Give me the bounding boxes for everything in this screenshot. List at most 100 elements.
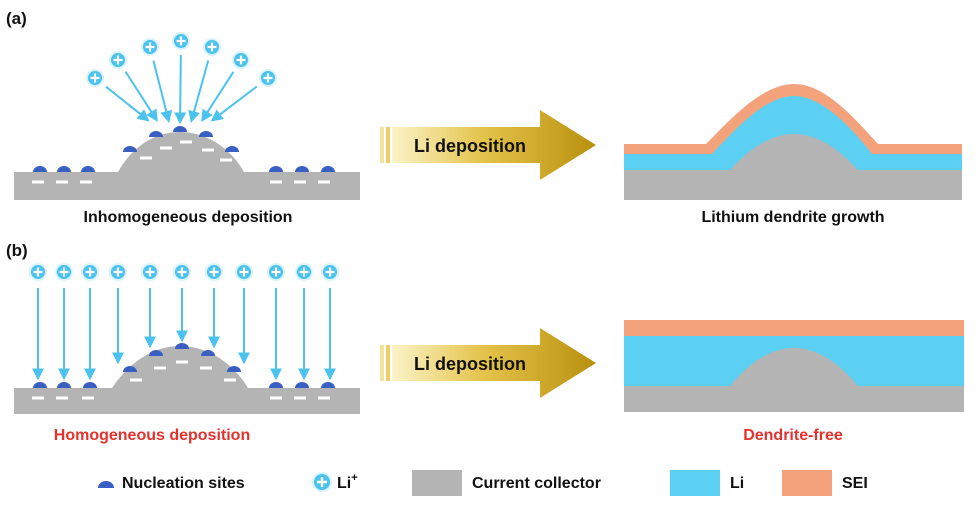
li-ion-icon — [235, 263, 253, 281]
li-ion-icon — [172, 32, 190, 50]
flux-arrows-a — [105, 54, 258, 125]
nucleation-site-icon — [175, 343, 189, 349]
li-ion-icon — [109, 51, 127, 69]
li-ion-icon — [109, 263, 127, 281]
negative-charge — [200, 366, 212, 370]
nucleation-site-icon — [295, 382, 309, 388]
negative-charge — [32, 180, 44, 184]
flux-arrow-icon — [201, 71, 235, 122]
li-ion-icon — [259, 69, 277, 87]
nucleation-sites-a — [33, 126, 335, 172]
nucleation-site-icon — [81, 166, 95, 172]
nucleation-site-icon — [57, 166, 71, 172]
flux-arrows-b — [32, 288, 336, 381]
li-ion-icon — [173, 263, 191, 281]
negative-charge — [224, 378, 236, 382]
nucleation-site-icon — [98, 481, 114, 488]
legend-sei-label: SEI — [842, 475, 868, 492]
legend-li-swatch — [670, 470, 720, 496]
li-ion-icon — [141, 263, 159, 281]
nucleation-site-icon — [321, 166, 335, 172]
dendrite-free-layers — [624, 320, 964, 412]
negative-charge — [32, 396, 44, 400]
nucleation-site-icon — [57, 382, 71, 388]
panel-a-tag: (a) — [6, 9, 27, 28]
nucleation-site-icon — [33, 166, 47, 172]
negative-charge — [220, 158, 232, 162]
negative-charge — [294, 180, 306, 184]
collector-b-right — [624, 348, 964, 412]
li-ion-icon — [295, 263, 313, 281]
nucleation-site-icon — [269, 166, 283, 172]
sei-layer-b — [624, 320, 964, 338]
legend-sei-swatch — [782, 470, 832, 496]
nucleation-sites-b — [33, 343, 335, 388]
li-ion-icon — [86, 69, 104, 87]
nucleation-site-icon — [83, 382, 97, 388]
negative-charge — [130, 378, 142, 382]
li-ion-icon — [29, 263, 47, 281]
panel-b-left-caption: Homogeneous deposition — [54, 427, 250, 444]
li-ion-icon — [55, 263, 73, 281]
panel-b-arrow-label: Li deposition — [414, 354, 526, 374]
negative-charge — [202, 148, 214, 152]
li-ion-icon — [232, 51, 250, 69]
nucleation-site-icon — [123, 146, 137, 152]
panel-a-arrow-label: Li deposition — [414, 136, 526, 156]
panel-b: (b) Homogeneous deposition Li deposition… — [6, 241, 964, 444]
nucleation-site-icon — [225, 146, 239, 152]
negative-charge — [270, 396, 282, 400]
flux-arrow-icon — [105, 85, 150, 122]
legend-collector-label: Current collector — [472, 475, 601, 492]
legend-collector-swatch — [412, 470, 462, 496]
negative-charge — [294, 396, 306, 400]
collector-a-right — [624, 134, 962, 200]
panel-b-tag: (b) — [6, 241, 28, 260]
li-ion-icon — [141, 38, 159, 56]
nucleation-site-icon — [201, 350, 215, 356]
negative-charge — [56, 396, 68, 400]
negative-charge — [80, 180, 92, 184]
panel-a: (a) Inhomogeneous deposition Li depositi… — [6, 9, 962, 226]
legend-li-label: Li — [730, 475, 744, 492]
current-collector-b — [14, 346, 360, 414]
nucleation-site-icon — [173, 126, 187, 132]
negative-charge — [270, 180, 282, 184]
negative-charge — [318, 180, 330, 184]
nucleation-site-icon — [149, 350, 163, 356]
nucleation-site-icon — [321, 382, 335, 388]
gold-arrow-icon-b — [380, 328, 596, 398]
li-ion-icon — [203, 38, 221, 56]
legend: Nucleation sites Li+ Current collector L… — [98, 470, 868, 496]
negative-charge — [140, 156, 152, 160]
negative-charge — [56, 180, 68, 184]
flux-arrow-icon — [188, 60, 210, 123]
negative-charge — [82, 396, 94, 400]
nucleation-site-icon — [269, 382, 283, 388]
legend-li-ion-label: Li+ — [337, 472, 358, 492]
li-ion-icon — [312, 472, 332, 492]
nucleation-site-icon — [33, 382, 47, 388]
li-ion-icon — [205, 263, 223, 281]
flux-arrow-icon — [210, 85, 258, 122]
li-ion-icon — [267, 263, 285, 281]
li-ion-icon — [321, 263, 339, 281]
negative-charge — [180, 140, 192, 144]
panel-a-left-caption: Inhomogeneous deposition — [84, 209, 293, 226]
flux-arrow-icon — [152, 60, 173, 123]
li-ions-b — [29, 263, 339, 281]
negative-charge — [160, 146, 172, 150]
nucleation-site-icon — [123, 366, 137, 372]
nucleation-site-icon — [149, 131, 163, 137]
negative-charge — [318, 396, 330, 400]
nucleation-site-icon — [199, 131, 213, 137]
nucleation-site-icon — [295, 166, 309, 172]
flux-arrow-icon — [124, 71, 158, 122]
nucleation-site-icon — [227, 366, 241, 372]
flux-arrow-icon — [174, 54, 187, 125]
legend-nucleation-label: Nucleation sites — [122, 475, 245, 492]
negative-charge — [154, 366, 166, 370]
surface-charges-a — [32, 140, 330, 184]
li-layer-a — [624, 96, 962, 170]
